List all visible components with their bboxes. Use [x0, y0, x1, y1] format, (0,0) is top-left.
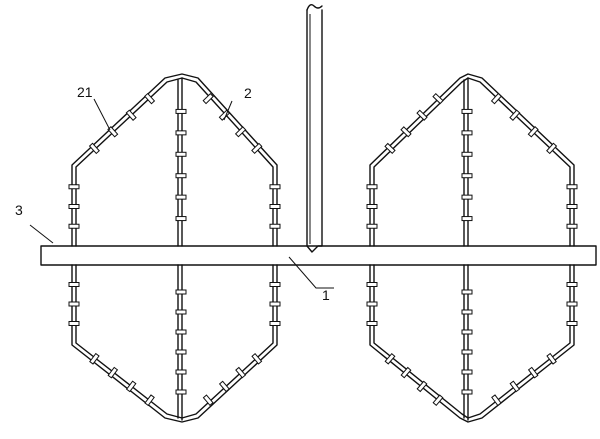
teeth-group — [68, 92, 578, 407]
tooth-mark — [384, 353, 396, 365]
tooth-mark — [461, 151, 473, 157]
tooth-mark — [527, 126, 539, 138]
tooth-mark — [432, 92, 444, 105]
tooth-mark — [400, 366, 412, 379]
tooth-mark — [366, 184, 378, 190]
tooth-mark — [491, 394, 502, 407]
tooth-mark — [509, 109, 521, 121]
tooth-mark — [68, 321, 80, 326]
tooth-mark — [175, 108, 187, 114]
tooth-mark — [461, 369, 473, 375]
tooth-mark — [175, 369, 187, 375]
tooth-mark — [566, 301, 578, 307]
tooth-mark — [461, 173, 473, 179]
tooth-mark — [269, 204, 281, 209]
tooth-mark — [68, 282, 80, 287]
leader-lines — [29, 98, 334, 289]
tooth-mark — [88, 142, 100, 155]
tooth-mark — [144, 92, 156, 105]
tooth-mark — [461, 349, 473, 355]
tooth-mark — [566, 184, 578, 190]
tooth-mark — [251, 352, 263, 365]
vertical-shaft — [306, 3, 323, 253]
tooth-mark — [89, 352, 100, 365]
tooth-mark — [566, 321, 578, 326]
tooth-mark — [461, 194, 473, 200]
tooth-mark — [175, 289, 187, 295]
tooth-mark — [509, 380, 521, 393]
tooth-mark — [144, 394, 155, 407]
tooth-mark — [269, 184, 281, 190]
tooth-mark — [234, 126, 247, 138]
tooth-mark — [461, 108, 473, 114]
tooth-mark — [175, 329, 187, 335]
tooth-mark — [527, 366, 539, 379]
tooth-mark — [125, 109, 137, 121]
tooth-mark — [432, 394, 444, 406]
tooth-mark — [566, 223, 578, 229]
tooth-mark — [461, 130, 473, 136]
tooth-mark — [107, 366, 119, 379]
tooth-mark — [416, 109, 428, 121]
tooth-mark — [68, 204, 80, 209]
tooth-mark — [235, 366, 247, 379]
label-tooth: 21 — [77, 84, 93, 100]
tooth-mark — [490, 92, 502, 105]
tooth-mark — [175, 349, 187, 355]
label-shaft: 1 — [322, 287, 330, 303]
tooth-mark — [68, 301, 80, 307]
tooth-mark — [461, 289, 473, 295]
tooth-mark — [269, 301, 281, 307]
tooth-mark — [366, 282, 378, 287]
tooth-mark — [546, 142, 558, 155]
tooth-mark — [175, 389, 187, 395]
left-paddle — [71, 73, 278, 423]
label-paddle: 2 — [244, 85, 252, 101]
tooth-mark — [68, 184, 80, 190]
tooth-mark — [125, 380, 137, 393]
tooth-mark — [461, 216, 473, 222]
tooth-mark — [546, 352, 557, 365]
tooth-mark — [366, 301, 378, 307]
tooth-mark — [461, 389, 473, 395]
tooth-mark — [366, 204, 378, 209]
tooth-mark — [269, 223, 281, 229]
tooth-mark — [269, 321, 281, 326]
tooth-mark — [175, 130, 187, 136]
tooth-mark — [175, 173, 187, 179]
tooth-mark — [175, 309, 187, 315]
tooth-mark — [366, 321, 378, 326]
tooth-mark — [269, 282, 281, 287]
tooth-mark — [566, 204, 578, 209]
tooth-mark — [175, 216, 187, 222]
tooth-mark — [400, 126, 412, 138]
tooth-mark — [461, 309, 473, 315]
tooth-mark — [566, 282, 578, 287]
tooth-mark — [384, 142, 396, 155]
tooth-mark — [175, 151, 187, 157]
tooth-mark — [461, 329, 473, 335]
tooth-mark — [416, 380, 428, 393]
tooth-mark — [68, 223, 80, 229]
horizontal-beam — [40, 245, 597, 266]
label-end: 3 — [15, 202, 23, 218]
tooth-mark — [175, 194, 187, 200]
tooth-mark — [366, 223, 378, 229]
tooth-mark — [218, 380, 230, 393]
tooth-mark — [202, 92, 214, 105]
tooth-mark — [202, 394, 214, 407]
tooth-mark — [251, 142, 263, 155]
right-paddle — [369, 73, 575, 423]
